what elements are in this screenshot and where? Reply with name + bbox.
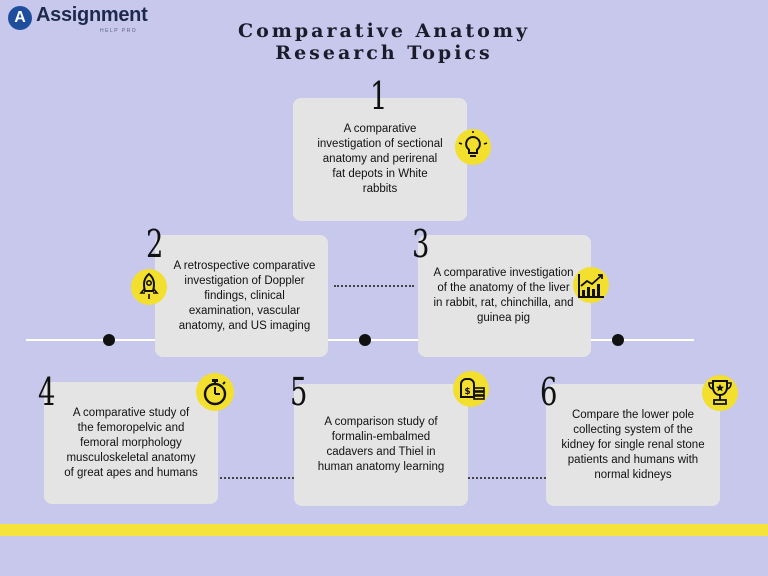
timeline-dot-center [359,334,371,346]
topic-card-6: Compare the lower pole collecting system… [546,384,720,506]
logo-subtitle: HELP PRO [100,28,138,34]
topic-number-3: 3 [412,222,430,266]
connector-2-3 [334,285,414,287]
topic-card-2: A retrospective comparative investigatio… [155,235,328,357]
trophy-icon [702,375,738,411]
connector-4-5 [220,477,294,479]
logo-name: Assignment [36,4,148,26]
topic-text-1: A comparative investigation of sectional… [317,123,443,195]
topic-card-4: A comparative study of the femoropelvic … [44,382,218,504]
bottom-accent-bar [0,524,768,536]
stopwatch-icon [196,373,234,411]
svg-text:$: $ [464,387,470,397]
lightbulb-icon [455,129,491,165]
topic-card-1: A comparative investigation of sectional… [293,98,467,221]
title-line-1: Comparative Anatomy [237,20,530,42]
topic-card-3: A comparative investigation of the anato… [418,235,591,357]
topic-text-2: A retrospective comparative investigatio… [173,259,316,332]
topic-number-4: 4 [38,370,56,414]
topic-text-3: A comparative investigation of the anato… [433,267,574,324]
topic-text-5: A comparison study of formalin-embalmed … [317,416,445,473]
logo: A Assignment HELP PRO [8,4,158,36]
topic-text-4: A comparative study of the femoropelvic … [64,406,198,479]
title-line-2: Research Topics [275,42,493,64]
money-icon: $ [453,371,489,407]
connector-5-6 [468,477,546,479]
topic-number-1: 1 [370,74,388,118]
logo-badge: A [8,6,32,30]
topic-card-5: A comparison study of formalin-embalmed … [294,384,468,506]
timeline-dot-right [612,334,624,346]
topic-number-5: 5 [290,370,308,414]
rocket-icon [131,269,167,305]
timeline-dot-left [103,334,115,346]
page-title: Comparative Anatomy Research Topics [190,20,578,64]
growth-chart-icon [573,267,609,303]
topic-number-2: 2 [146,222,164,266]
topic-text-6: Compare the lower pole collecting system… [561,408,705,481]
topic-number-6: 6 [540,370,558,414]
